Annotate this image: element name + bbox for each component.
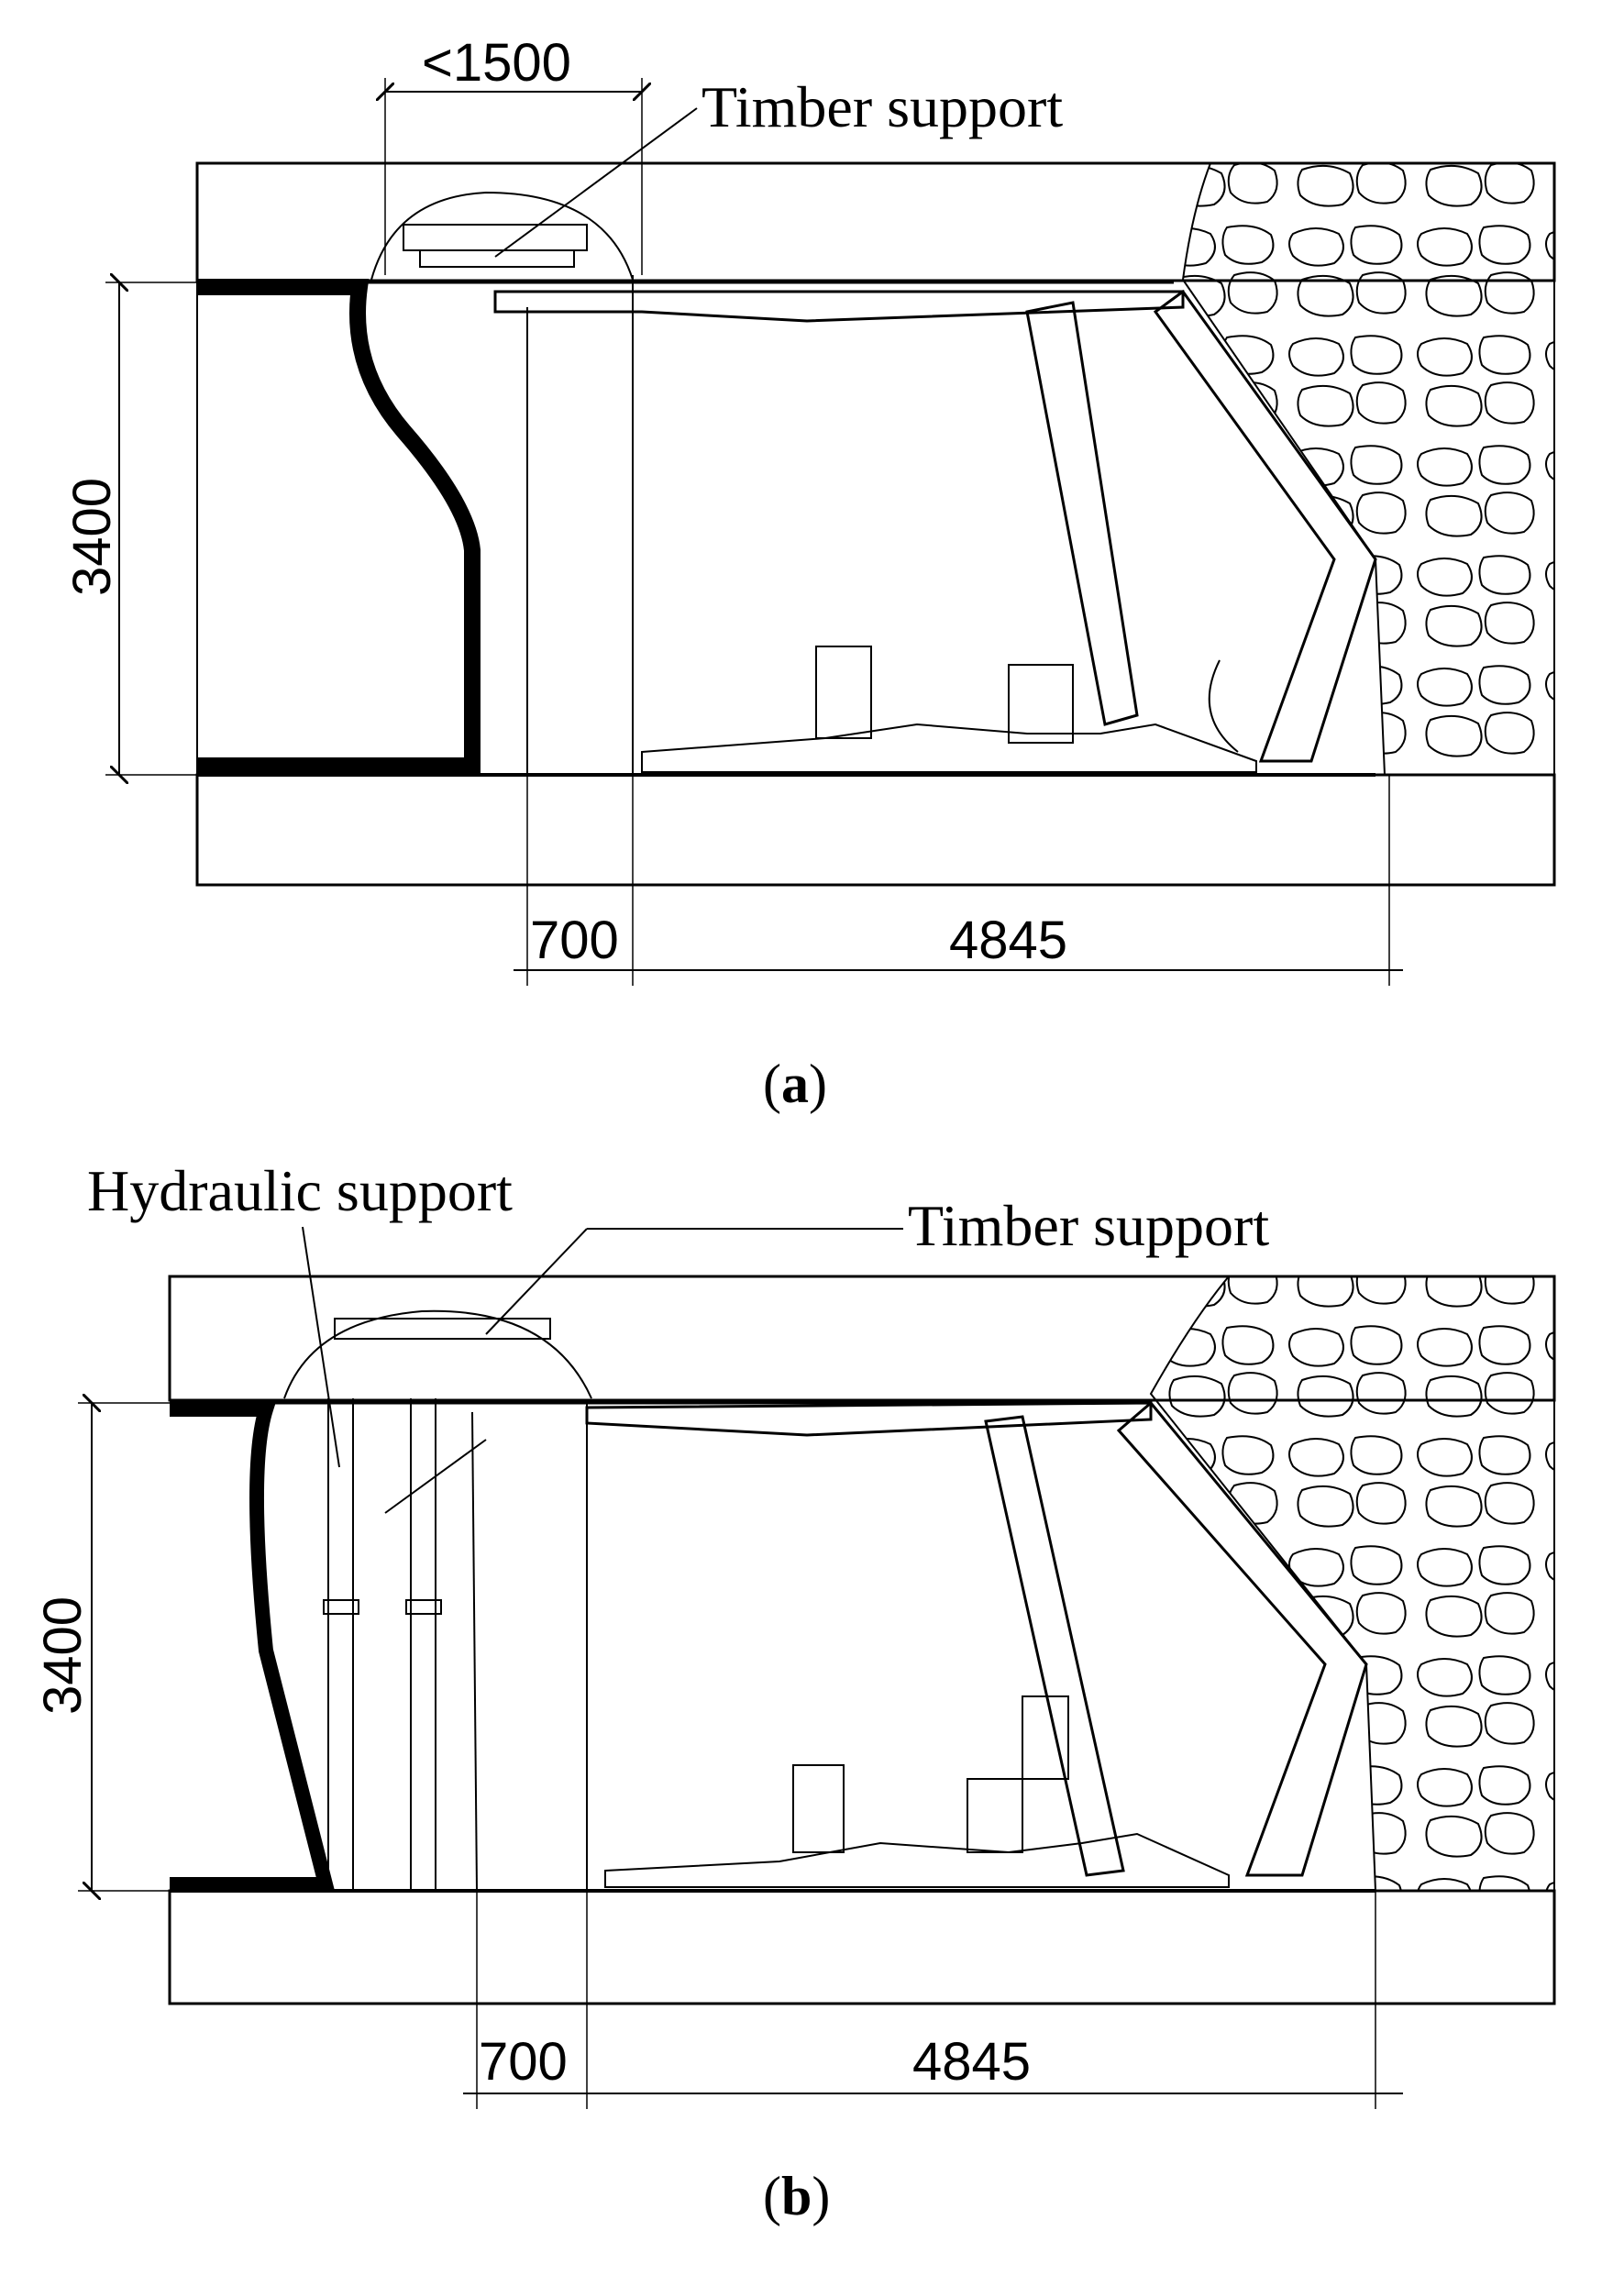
gob-rocks bbox=[1181, 162, 1555, 776]
caption-b: (b) bbox=[763, 2166, 830, 2226]
floor-strata bbox=[195, 773, 1556, 887]
machine-arm bbox=[1025, 301, 1139, 726]
dim-left: 3400 bbox=[62, 478, 122, 596]
gob-rocks bbox=[1149, 1276, 1555, 1892]
roadway-lining bbox=[170, 1402, 336, 1892]
roadway-lining bbox=[197, 279, 481, 774]
dim-bottom-large: 4845 bbox=[912, 2032, 1031, 2092]
machine-base bbox=[604, 1832, 1230, 1888]
caption-a: (a) bbox=[763, 1054, 827, 1114]
dim-bottom-small: 700 bbox=[479, 2032, 568, 2092]
machine-conveyor bbox=[1116, 1400, 1368, 1877]
dim-bottom-large: 4845 bbox=[949, 911, 1067, 970]
figure-a: <1500 Timber support 3400 700 4845 (a) bbox=[62, 33, 1556, 1114]
dim-bottom-small: 700 bbox=[530, 911, 619, 970]
machine-arm bbox=[984, 1415, 1125, 1877]
machine-conveyor bbox=[1153, 289, 1377, 763]
timber-arch bbox=[370, 191, 634, 281]
machine-base bbox=[641, 723, 1257, 773]
label-timber: Timber support bbox=[702, 74, 1063, 139]
figure-b: Hydraulic support Timber support 3400 70… bbox=[33, 1158, 1556, 2226]
floor-strata bbox=[168, 1889, 1556, 2005]
dim-top: <1500 bbox=[422, 33, 571, 93]
dim-left: 3400 bbox=[33, 1596, 93, 1715]
label-timber: Timber support bbox=[908, 1193, 1269, 1258]
label-hydraulic: Hydraulic support bbox=[87, 1158, 513, 1223]
timber-arch bbox=[283, 1309, 592, 1399]
